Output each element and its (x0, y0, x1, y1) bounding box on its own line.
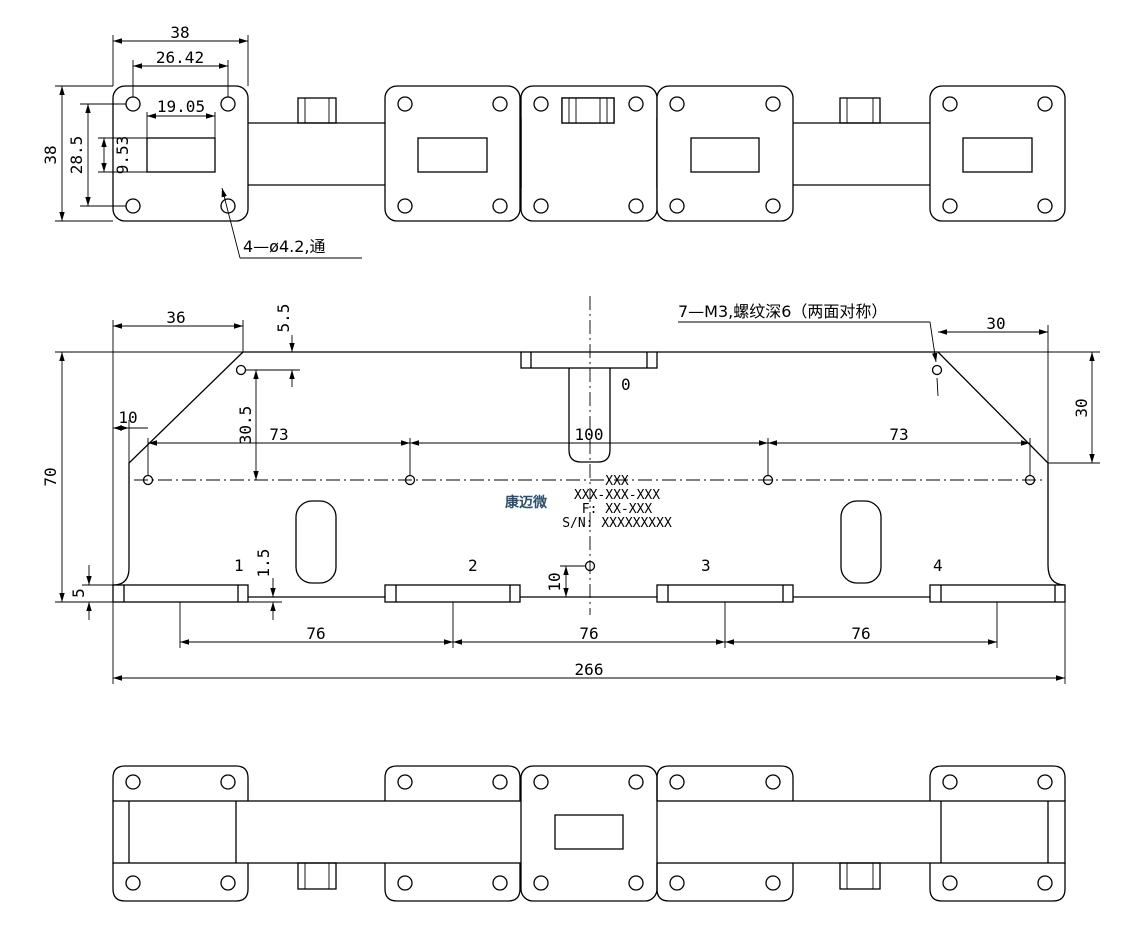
plate-line-4: S/N: XXXXXXXXX (562, 516, 672, 531)
bottom-view (112, 765, 1066, 902)
port-label-4: 4 (933, 556, 943, 575)
dim-76-c: 76 (851, 624, 870, 643)
port-label-3: 3 (701, 556, 711, 575)
dim-76-b: 76 (579, 624, 598, 643)
dim-38-top: 38 (170, 23, 189, 42)
dim-73-right: 73 (889, 425, 908, 444)
plate-line-2: XXX-XXX-XXX (574, 488, 660, 503)
port-label-1: 1 (234, 556, 244, 575)
dim-10-left: 10 (118, 408, 137, 427)
bottom-flange-2 (384, 765, 521, 902)
plate-line-3: F: XX-XXX (582, 502, 653, 517)
dim-26-42: 26.42 (156, 48, 204, 67)
front-view: 0 1 2 3 4 康迈微 XXX XXX-XXX-XXX F: XX-XXX … (41, 296, 1100, 684)
top-flange-3 (656, 85, 794, 222)
port-label-0: 0 (621, 375, 631, 394)
dim-73-left: 73 (269, 425, 288, 444)
bottom-flange-1 (112, 765, 249, 902)
dim-30-top: 30 (986, 314, 1005, 333)
dim-76-a: 76 (306, 624, 325, 643)
port-label-2: 2 (468, 556, 478, 575)
dim-70: 70 (41, 467, 60, 486)
dim-30-side: 30 (1072, 398, 1091, 417)
dim-100: 100 (575, 425, 604, 444)
top-flange-center (520, 85, 658, 222)
dim-5: 5 (69, 588, 88, 598)
top-flange-2 (384, 85, 521, 222)
nameplate: 康迈微 XXX XXX-XXX-XXX F: XX-XXX S/N: XXXXX… (505, 474, 672, 531)
brand-logo: 康迈微 (505, 494, 548, 511)
m3-holes (142, 364, 1036, 572)
bottom-flange-3 (656, 765, 794, 902)
hole-note: 4—ø4.2,通 (243, 237, 326, 256)
plate-line-1: XXX (605, 474, 629, 489)
thread-note: 7—M3,螺纹深6（两面对称） (678, 302, 887, 321)
bottom-flange-4 (929, 765, 1066, 902)
dim-5-5: 5.5 (274, 304, 293, 333)
dim-266: 266 (575, 660, 604, 679)
dim-28-5: 28.5 (67, 136, 86, 175)
dim-19-05: 19.05 (157, 97, 205, 116)
dim-9-53: 9.53 (113, 136, 132, 175)
bottom-port-flanges (112, 584, 1066, 603)
dim-10-mid: 10 (545, 572, 564, 591)
top-flange-4 (929, 85, 1066, 222)
front-view-dimensions: 36 5.5 30.5 10 73 100 73 30 (41, 304, 1100, 684)
dim-1-5: 1.5 (254, 549, 273, 578)
dim-30-5: 30.5 (236, 406, 255, 445)
bottom-flange-center (520, 765, 658, 902)
top-view: 38 26.42 19.05 38 28.5 9.53 4—ø4.2,通 (41, 23, 1066, 259)
dim-38-left: 38 (41, 145, 60, 164)
dim-36: 36 (166, 308, 185, 327)
top-view-dimensions: 38 26.42 19.05 38 28.5 9.53 4—ø4.2,通 (41, 23, 362, 259)
